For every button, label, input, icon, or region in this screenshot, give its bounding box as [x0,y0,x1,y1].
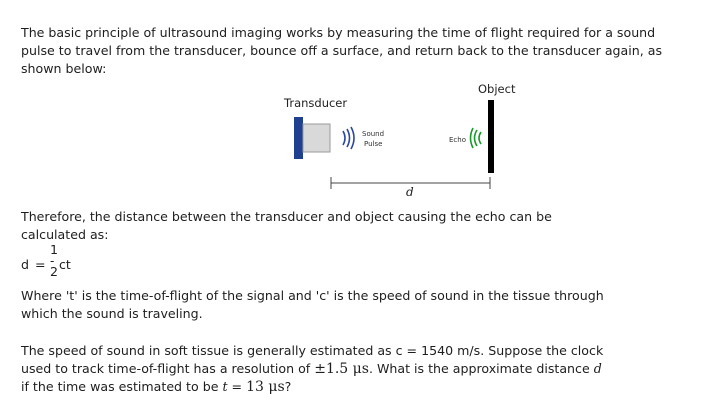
intro-paragraph: The basic principle of ultrasound imagin… [21,24,681,78]
therefore-line-1: Therefore, the distance between the tran… [21,209,552,224]
echo-label: Echo [449,136,466,144]
question-line-1: The speed of sound in soft tissue is gen… [21,343,604,358]
formula-fraction-bar: - [50,254,55,268]
formula-numerator: 1 [50,242,59,257]
question-paragraph: The speed of sound in soft tissue is gen… [21,342,691,396]
ultrasound-diagram: Transducer Object Sound Pulse Echo d [283,82,516,198]
sound-pulse-waves-icon [342,126,355,150]
distance-formula: d = 1 - 2 ct [21,242,141,284]
therefore-line-2: calculated as: [21,227,109,242]
time-variable: t [222,379,228,394]
question-line-2-text-b: . What is the approximate distance [368,361,594,376]
question-line-2: used to track time-of-flight has a resol… [21,360,691,378]
transducer-icon [294,117,331,159]
object-bar [488,100,494,173]
question-line-2-text: used to track time-of-flight has a resol… [21,361,315,376]
resolution-value: ±1.5 μs [314,361,369,377]
time-value: 13 μs [246,379,285,395]
where-line-2: which the sound is traveling. [21,306,203,321]
intro-line-3: shown below: [21,61,107,76]
where-line-1: Where 't' is the time-of-flight of the s… [21,288,604,303]
formula-lhs: d [21,257,29,272]
formula-denominator: 2 [50,264,59,279]
therefore-paragraph: Therefore, the distance between the tran… [21,208,681,244]
equals-sign: = [227,379,247,394]
object-label: Object [478,82,516,96]
formula-rhs: ct [59,257,71,272]
intro-line-1: The basic principle of ultrasound imagin… [21,25,656,40]
distance-variable: d [593,361,602,376]
echo-waves-icon [469,127,482,149]
question-mark: ? [284,379,292,394]
transducer-label: Transducer [283,96,347,110]
intro-line-2: pulse to travel from the transducer, bou… [21,43,663,58]
pulse-label: Pulse [364,140,382,148]
distance-line [330,177,491,189]
distance-label: d [406,185,414,198]
formula-equals: = [35,257,46,272]
where-paragraph: Where 't' is the time-of-flight of the s… [21,287,681,323]
question-line-3-text: if the time was estimated to be [21,379,223,394]
sound-label: Sound [362,130,384,138]
question-line-3: if the time was estimated to be t = 13 μ… [21,378,691,396]
